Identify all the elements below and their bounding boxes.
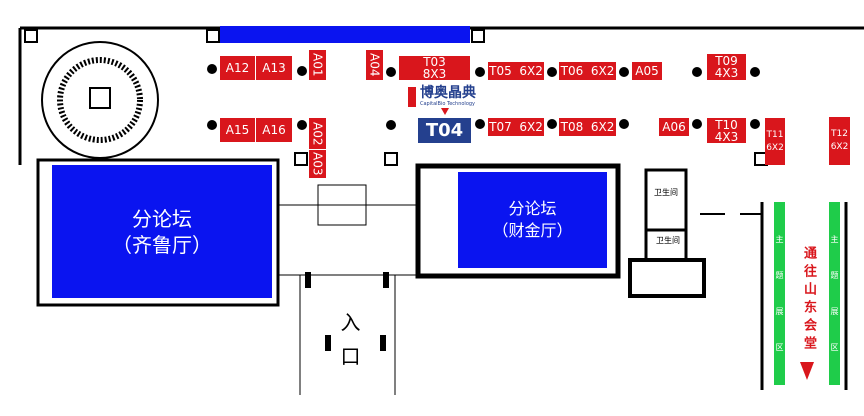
booth-t04[interactable]: T04 xyxy=(418,118,471,143)
pillar xyxy=(386,120,396,130)
pillar xyxy=(297,120,307,130)
booth-t08[interactable]: T08 6X2 xyxy=(559,118,616,136)
pillar xyxy=(207,64,217,74)
booth-t11[interactable]: T11 6X2 xyxy=(765,118,785,165)
theme-area-right: 主 题 展 区 xyxy=(829,202,840,385)
booth-a15[interactable]: A15 xyxy=(220,118,255,142)
booth-t07[interactable]: T07 6X2 xyxy=(488,118,544,136)
direction-label: 通往山东会堂 xyxy=(801,246,816,354)
theme-char: 展 xyxy=(830,306,839,316)
booth-a06[interactable]: A06 xyxy=(659,118,689,136)
sponsor-logo: 博奥晶典 CapitalBio Technology xyxy=(408,86,476,107)
pillar xyxy=(475,67,485,77)
booth-a01[interactable]: A01 xyxy=(309,50,326,80)
restroom-label: 卫生间 xyxy=(656,236,680,245)
pillar xyxy=(547,67,557,77)
pillar xyxy=(750,67,760,77)
pillar xyxy=(207,120,217,130)
theme-char: 题 xyxy=(830,271,839,281)
hall-qilu[interactable]: 分论坛 （齐鲁厅） xyxy=(52,165,272,298)
pillar xyxy=(692,67,702,77)
booth-a02[interactable]: A02 xyxy=(309,118,326,149)
booth-t06[interactable]: T06 6X2 xyxy=(559,62,616,80)
pillar xyxy=(750,119,760,129)
top-blue-area xyxy=(220,26,470,43)
booth-a04[interactable]: A04 xyxy=(366,50,383,80)
booth-t03[interactable]: T03 8X3 xyxy=(399,56,470,80)
pillar xyxy=(619,119,629,129)
pillar xyxy=(692,119,702,129)
hall-caijin-title: 分论坛 xyxy=(508,199,557,218)
booth-a13[interactable]: A13 xyxy=(256,56,292,80)
theme-char: 主 xyxy=(775,235,784,245)
restroom-label: 卫生间 xyxy=(654,188,678,197)
theme-char: 展 xyxy=(775,306,784,316)
theme-char: 主 xyxy=(830,235,839,245)
sponsor-name-en: CapitalBio Technology xyxy=(420,101,476,107)
theme-char: 题 xyxy=(775,271,784,281)
hall-caijin-name: （财金厅） xyxy=(492,221,573,240)
booth-a12[interactable]: A12 xyxy=(220,56,255,80)
booth-a03[interactable]: A03 xyxy=(309,150,326,178)
theme-char: 区 xyxy=(775,342,784,352)
booth-t05[interactable]: T05 6X2 xyxy=(488,62,544,80)
hall-qilu-name: （齐鲁厅） xyxy=(112,232,212,257)
pillar xyxy=(297,66,307,76)
pillar xyxy=(619,67,629,77)
hall-qilu-title: 分论坛 xyxy=(132,206,192,231)
arrow-down-icon xyxy=(441,108,449,115)
hall-caijin[interactable]: 分论坛 （财金厅） xyxy=(458,172,607,268)
pillar xyxy=(475,119,485,129)
entrance-label: 入口 xyxy=(337,312,361,380)
booth-t09[interactable]: T09 4X3 xyxy=(707,54,746,80)
booth-a16[interactable]: A16 xyxy=(256,118,292,142)
sponsor-name-cn: 博奥晶典 xyxy=(420,85,476,101)
booth-a05[interactable]: A05 xyxy=(632,62,662,80)
booth-t12[interactable]: T12 6X2 xyxy=(829,117,850,165)
theme-char: 区 xyxy=(830,342,839,352)
booth-t10[interactable]: T10 4X3 xyxy=(707,118,746,143)
pillar xyxy=(386,67,396,77)
pillar xyxy=(547,119,557,129)
arrow-down-icon xyxy=(800,362,814,380)
sponsor-logo-mark xyxy=(408,86,416,107)
theme-area-left: 主 题 展 区 xyxy=(774,202,785,385)
